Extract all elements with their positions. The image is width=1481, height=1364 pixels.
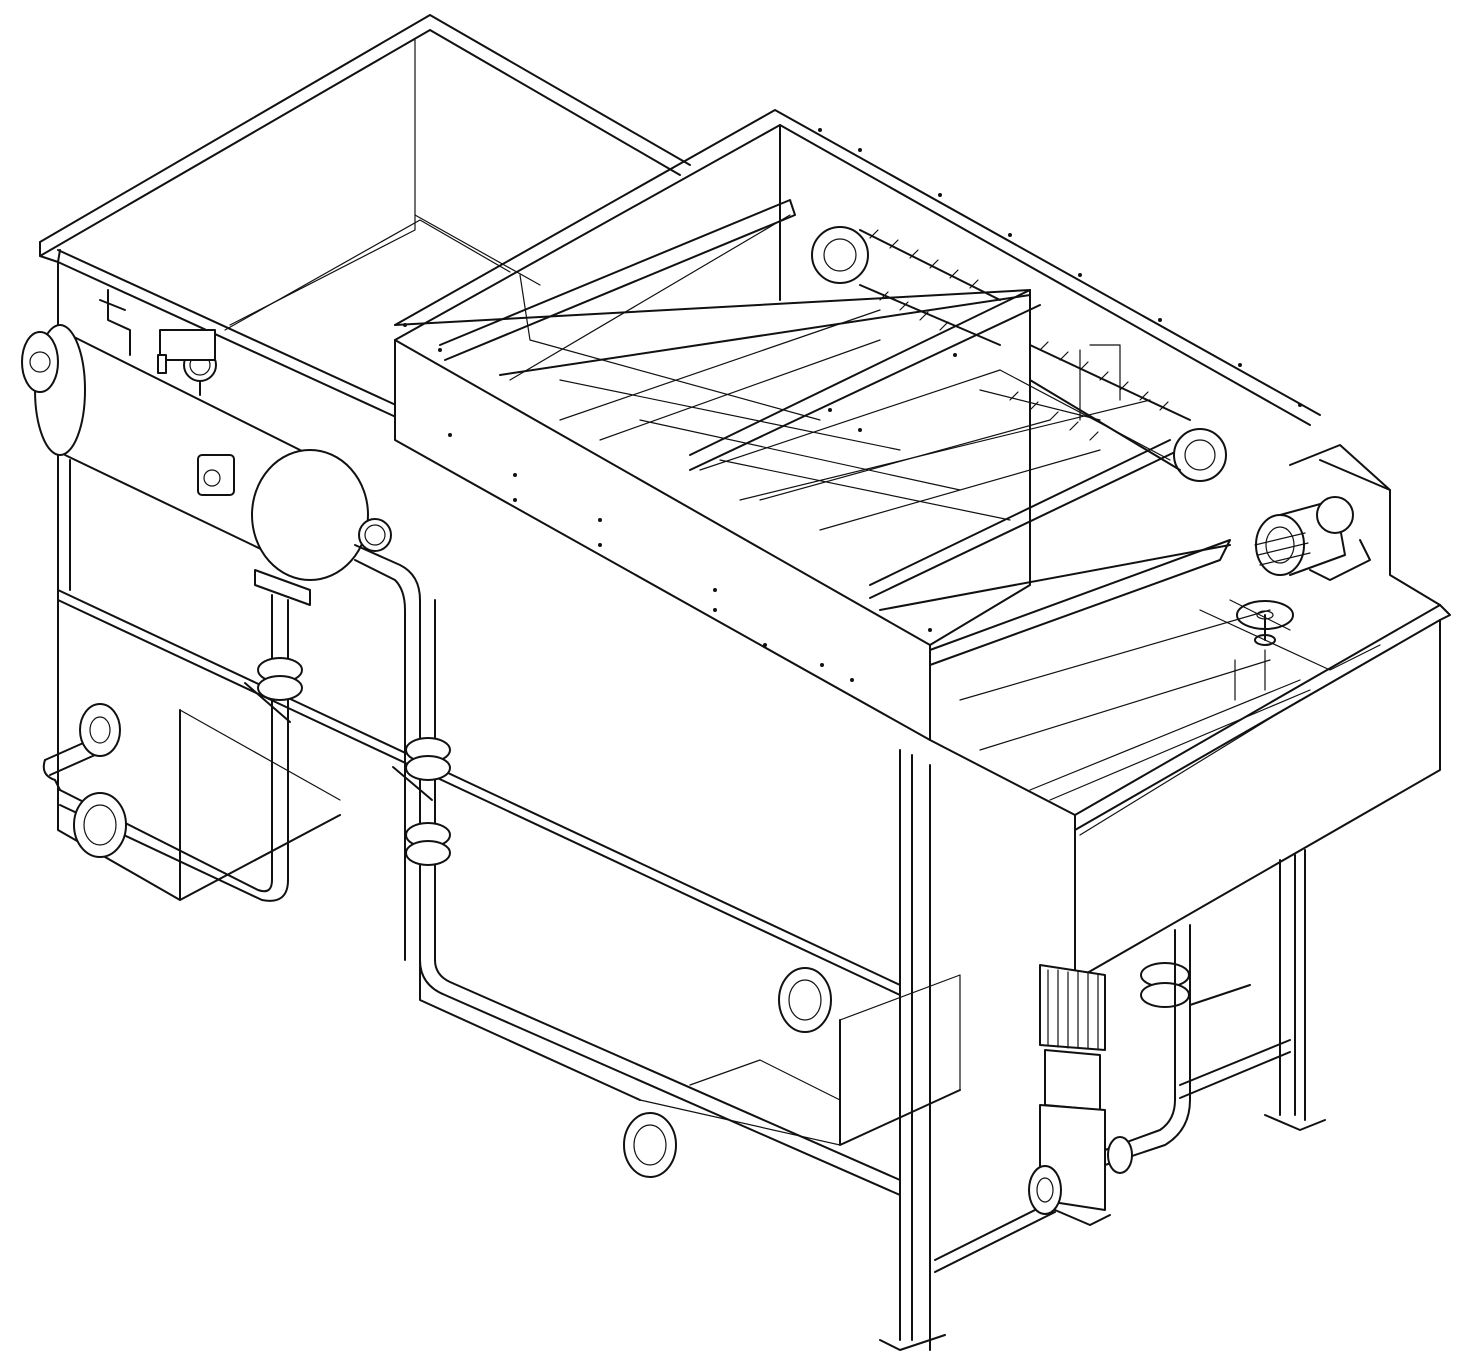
flanges: [73, 657, 1251, 1178]
recirculation-pump: [1028, 924, 1191, 1226]
pressure-vessel: [21, 324, 369, 606]
scraper-frame: [394, 109, 1321, 741]
handwheel-valve: [1236, 600, 1294, 646]
chain-drive: [811, 226, 1227, 482]
gauges: [99, 289, 392, 552]
bolt-holes: [403, 128, 1302, 682]
gear-motor: [1254, 496, 1371, 581]
sludge-trough: [929, 444, 1451, 981]
